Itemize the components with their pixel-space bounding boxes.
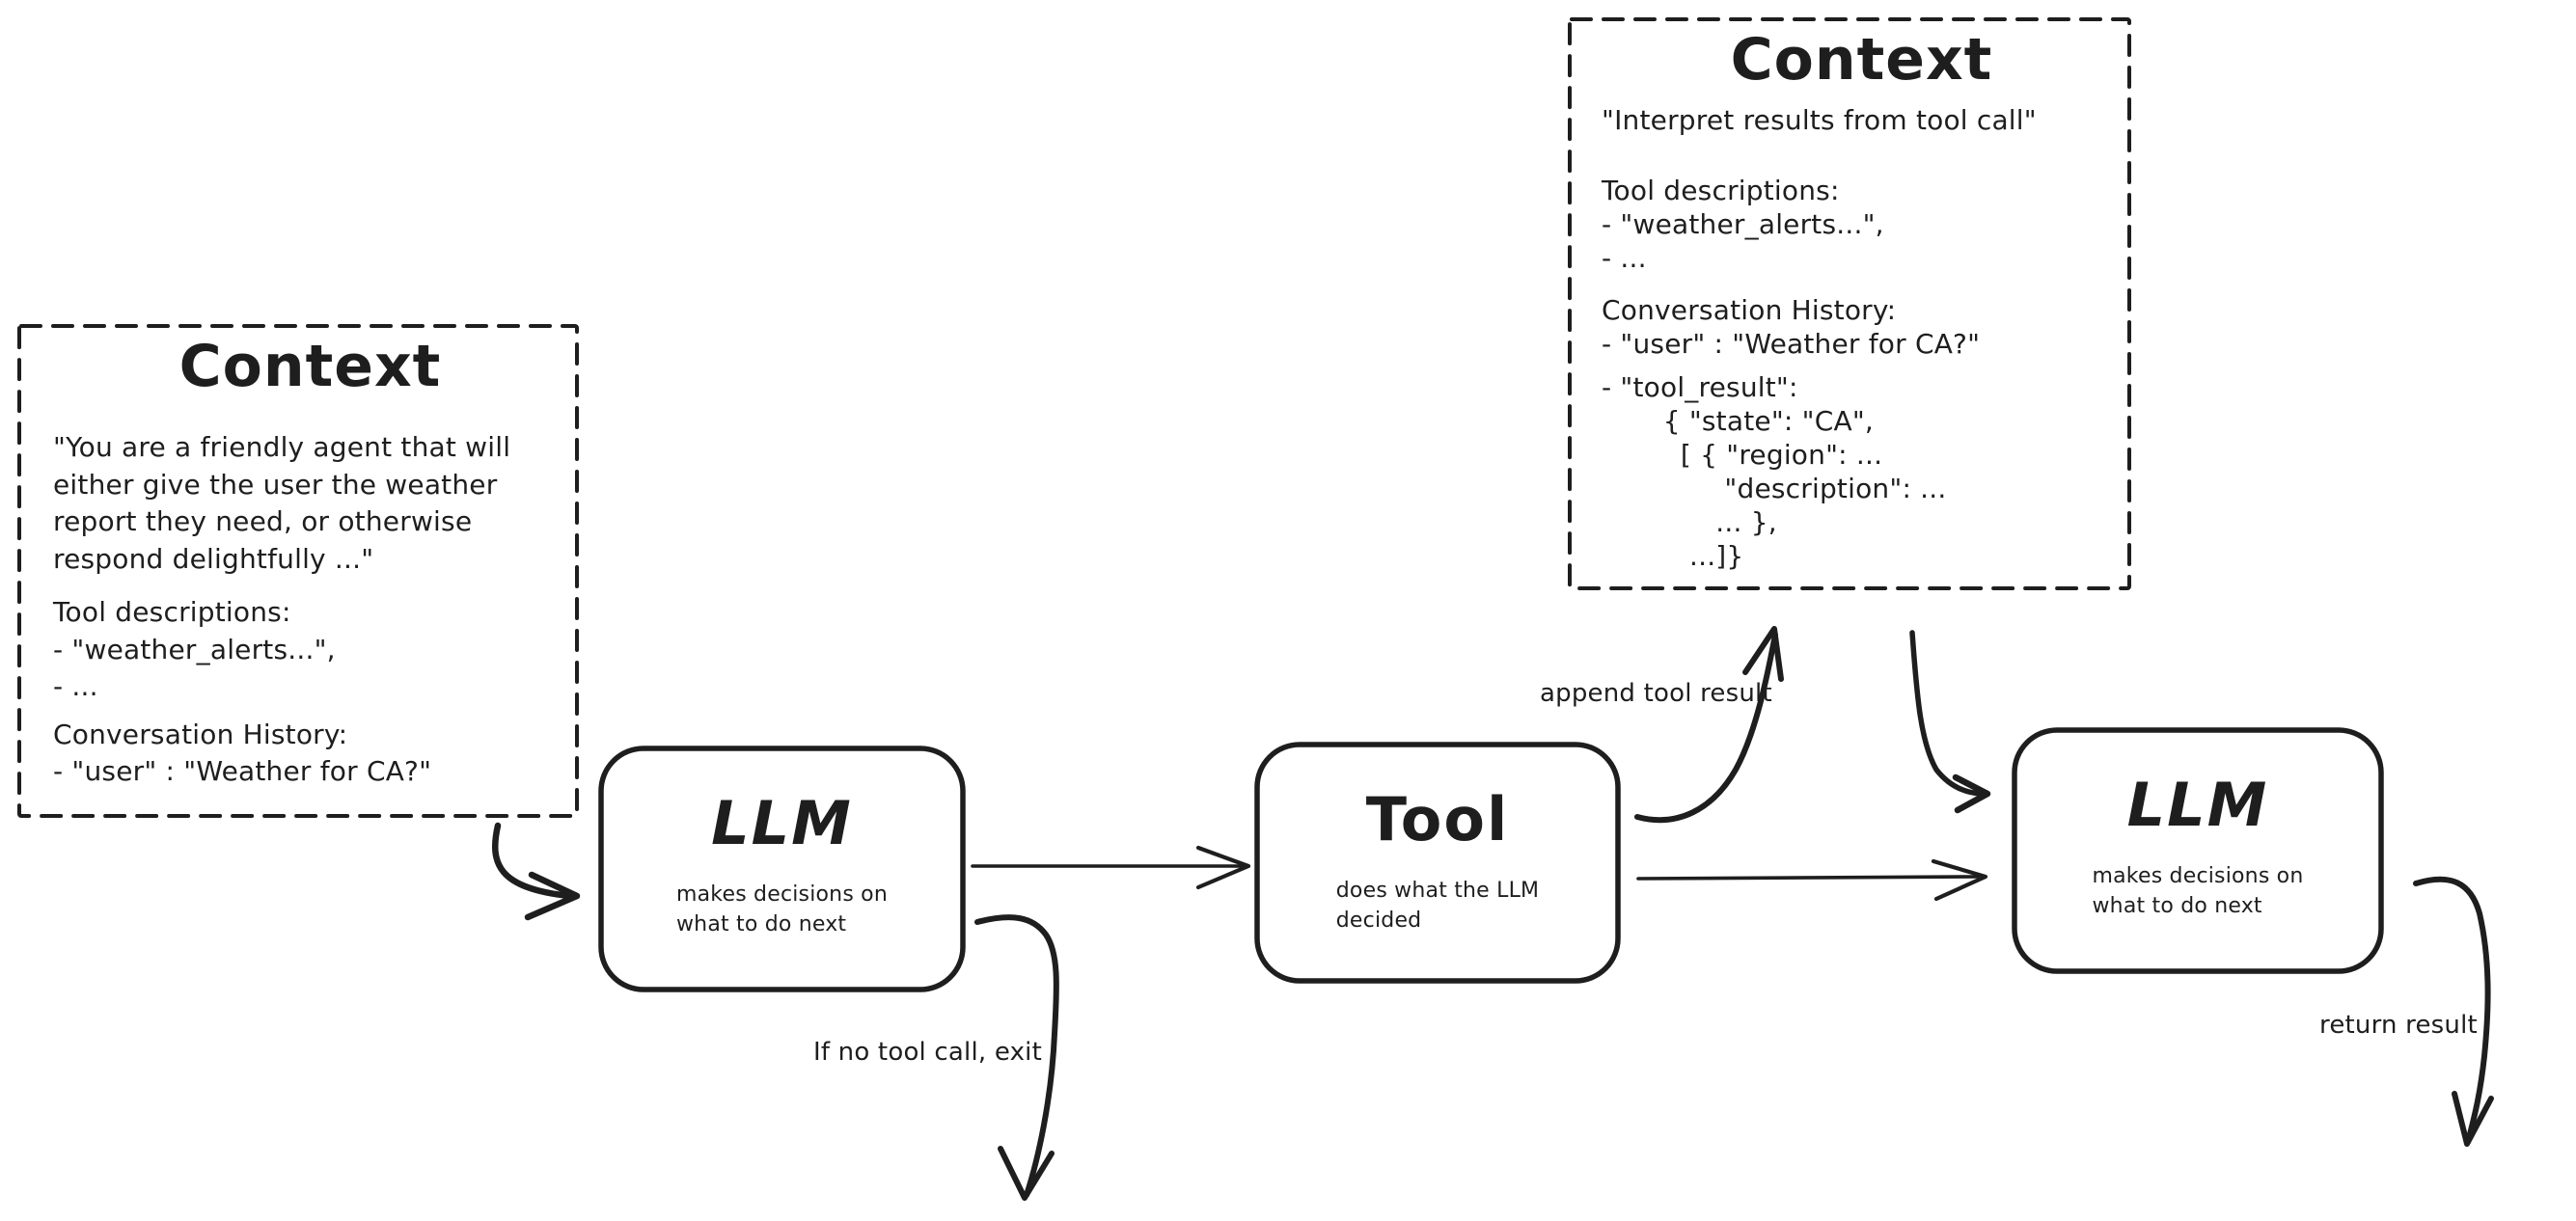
arrow-llm-1-exit [974, 914, 1059, 1201]
llm-2-node-border [2012, 727, 2384, 974]
arrow-llm-2-return [2413, 876, 2494, 1147]
context-left-conversation-history: Conversation History: - "user" : "Weathe… [53, 718, 432, 788]
context-box-left: Context "You are a friendly agent that w… [19, 326, 577, 816]
arrow-context-left-to-llm-1 [492, 822, 581, 921]
arrow-tool-to-llm-2 [1636, 858, 1988, 902]
node-llm-2: LLM makes decisions on what to do next [2014, 730, 2381, 971]
llm-2-description: makes decisions on what to do next [2092, 864, 2304, 919]
context-right-tool-descriptions: Tool descriptions: - "weather_alerts..."… [1602, 175, 1884, 274]
arrow-tool-to-context-right [1634, 626, 1784, 824]
edge-label-return-result: return result [2319, 1011, 2478, 1040]
llm-1-node-border [598, 746, 966, 992]
context-right-border [1568, 17, 2131, 590]
context-right-system-prompt: "Interpret results from tool call" [1602, 104, 2037, 136]
tool-node-border [1254, 742, 1621, 984]
context-left-system-prompt: "You are a friendly agent that will eith… [53, 431, 511, 575]
edge-label-if-no-tool-call-exit: If no tool call, exit [813, 1038, 1042, 1067]
llm-2-title: LLM [2126, 770, 2269, 840]
tool-description: does what the LLM decided [1335, 879, 1540, 934]
arrow-context-right-to-llm-2 [1909, 630, 1991, 814]
tool-title: Tool [1365, 784, 1510, 855]
context-box-right: Context "Interpret results from tool cal… [1570, 19, 2129, 588]
context-left-tool-descriptions: Tool descriptions: - "weather_alerts..."… [53, 596, 336, 702]
llm-1-description: makes decisions on what to do next [675, 882, 888, 937]
arrow-llm-1-to-tool [971, 845, 1251, 890]
context-right-title: Context [1730, 26, 1993, 94]
context-right-conversation-history: Conversation History: - "user" : "Weathe… [1602, 294, 1981, 360]
context-left-title: Context [178, 333, 442, 400]
llm-1-title: LLM [711, 788, 853, 858]
edge-label-append-tool-result: append tool result [1540, 679, 1772, 708]
context-right-tool-result: - "tool_result": { "state": "CA", [ { "r… [1602, 371, 1947, 572]
node-tool: Tool does what the LLM decided [1257, 745, 1618, 981]
node-llm-1: LLM makes decisions on what to do next [601, 748, 963, 990]
context-left-border [17, 324, 579, 818]
